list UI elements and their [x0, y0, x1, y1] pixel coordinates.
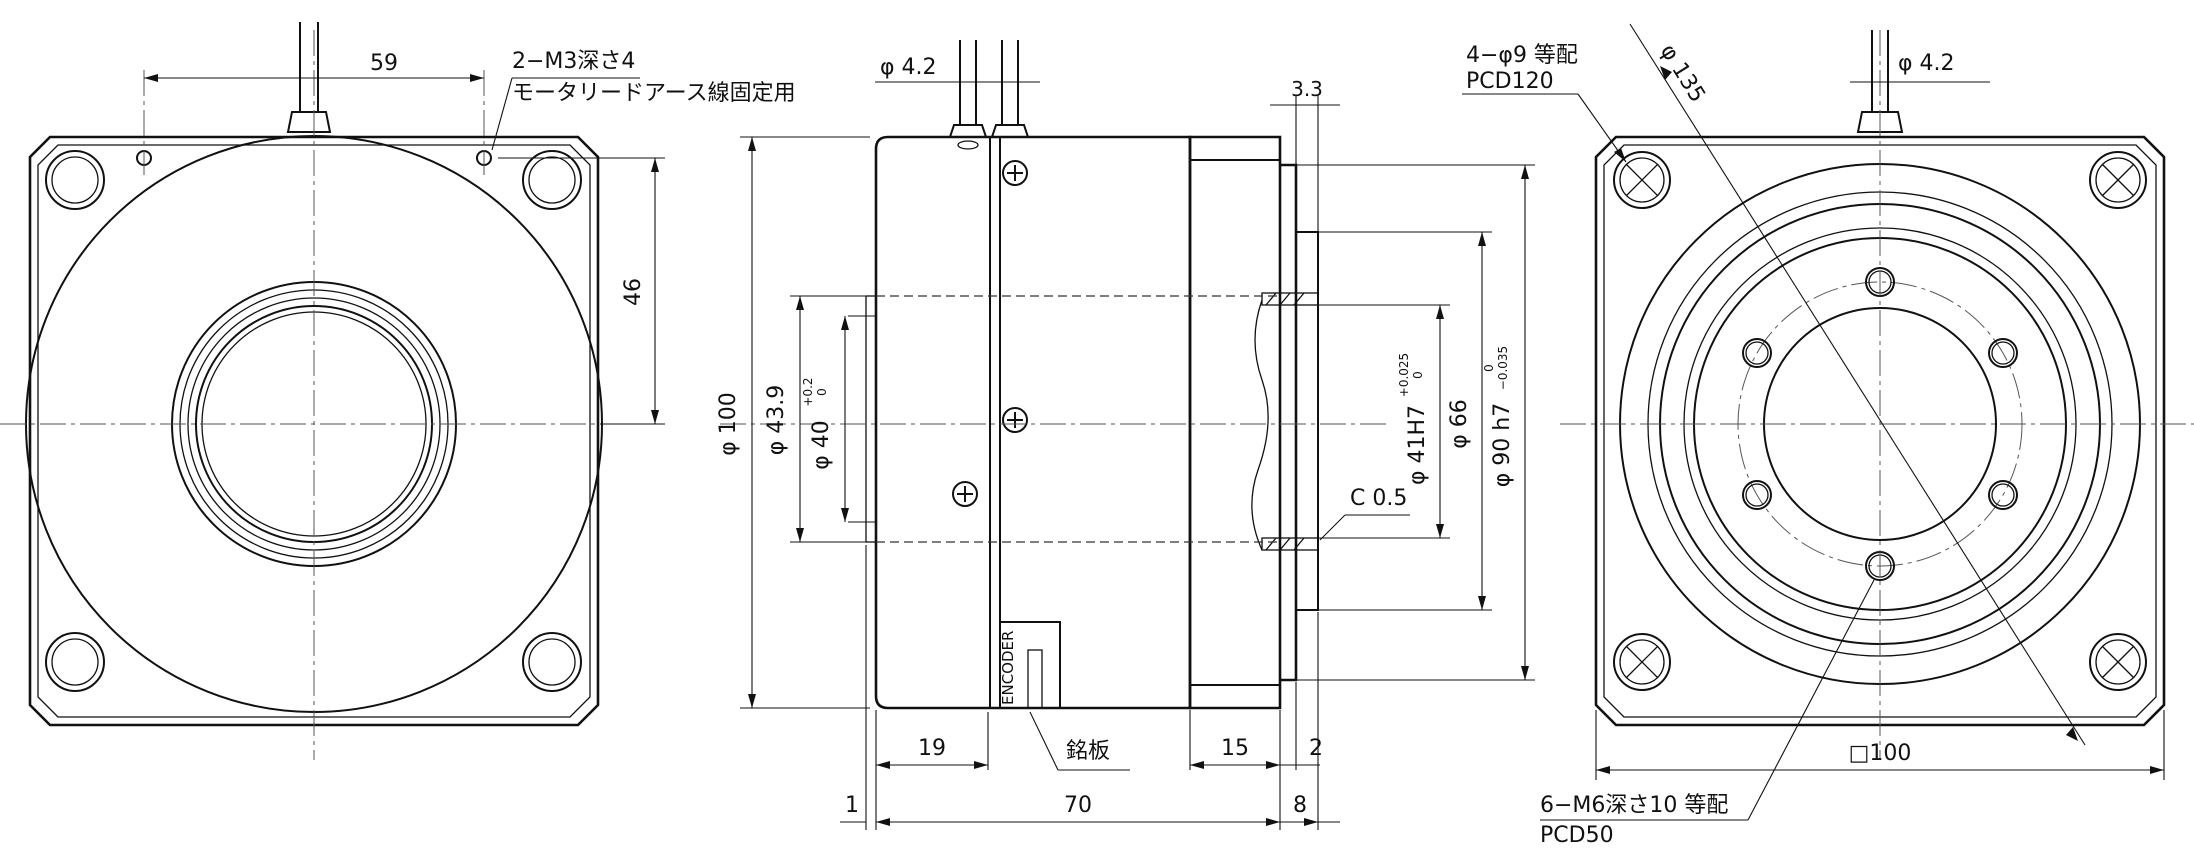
side-dia-40: φ 40 — [809, 420, 834, 470]
front-view: 59 46 2−M3深さ4 モータリードアース線固定用 — [0, 22, 796, 760]
rear-hole-note: 4−φ9 等配 — [1466, 43, 1578, 68]
side-tol-90-lower: −0.035 — [1496, 346, 1510, 390]
front-width-dim: 59 — [370, 51, 398, 76]
side-nameplate: 銘板 — [1066, 739, 1110, 764]
side-chamfer: C 0.5 — [1350, 486, 1407, 511]
side-tol-90-upper: 0 — [1482, 364, 1496, 372]
side-dia-66: φ 66 — [1447, 399, 1472, 449]
side-step-dim: 3.3 — [1291, 77, 1323, 101]
mount-hole-note-purpose: モータリードアース線固定用 — [512, 81, 796, 106]
side-tol-41-lower: 0 — [1411, 371, 1425, 379]
side-dim-70: 70 — [1064, 793, 1092, 818]
side-dia-43-9: φ 43.9 — [764, 385, 789, 456]
side-tol-40-lower: 0 — [815, 388, 829, 396]
side-dia-41h7: φ 41H7 — [1405, 405, 1430, 485]
side-dim-19: 19 — [918, 736, 946, 761]
rear-tap-note: 6−M6深さ10 等配 — [1540, 793, 1728, 818]
rear-view: φ 135 4−φ9 等配 PCD120 φ 4.2 □100 6−M6深さ10… — [1462, 23, 2194, 848]
rear-cable-dia: φ 4.2 — [1898, 51, 1955, 76]
side-dia-90h7: φ 90 h7 — [1490, 403, 1515, 487]
side-dim-1: 1 — [845, 793, 859, 818]
side-dim-15: 15 — [1221, 736, 1249, 761]
rear-tap-pcd: PCD50 — [1540, 823, 1614, 848]
side-outer-dia: φ 100 — [716, 392, 741, 456]
side-tol-41-upper: +0.025 — [1397, 353, 1411, 397]
rear-hole-pcd: PCD120 — [1466, 69, 1554, 94]
mount-hole-note: 2−M3深さ4 — [512, 49, 635, 74]
front-height-dim: 46 — [621, 278, 646, 306]
side-cable-dia: φ 4.2 — [880, 55, 937, 80]
encoder-label: ENCODER — [999, 631, 1017, 705]
side-tol-40-upper: +0.2 — [801, 377, 815, 406]
side-dim-2: 2 — [1309, 736, 1323, 761]
side-view: ENCODER φ 100 φ 43.9 φ 40 +0.2 0 φ 41H7 … — [716, 40, 1535, 830]
rear-square-dim: □100 — [1849, 741, 1912, 766]
side-dim-8: 8 — [1293, 793, 1307, 818]
